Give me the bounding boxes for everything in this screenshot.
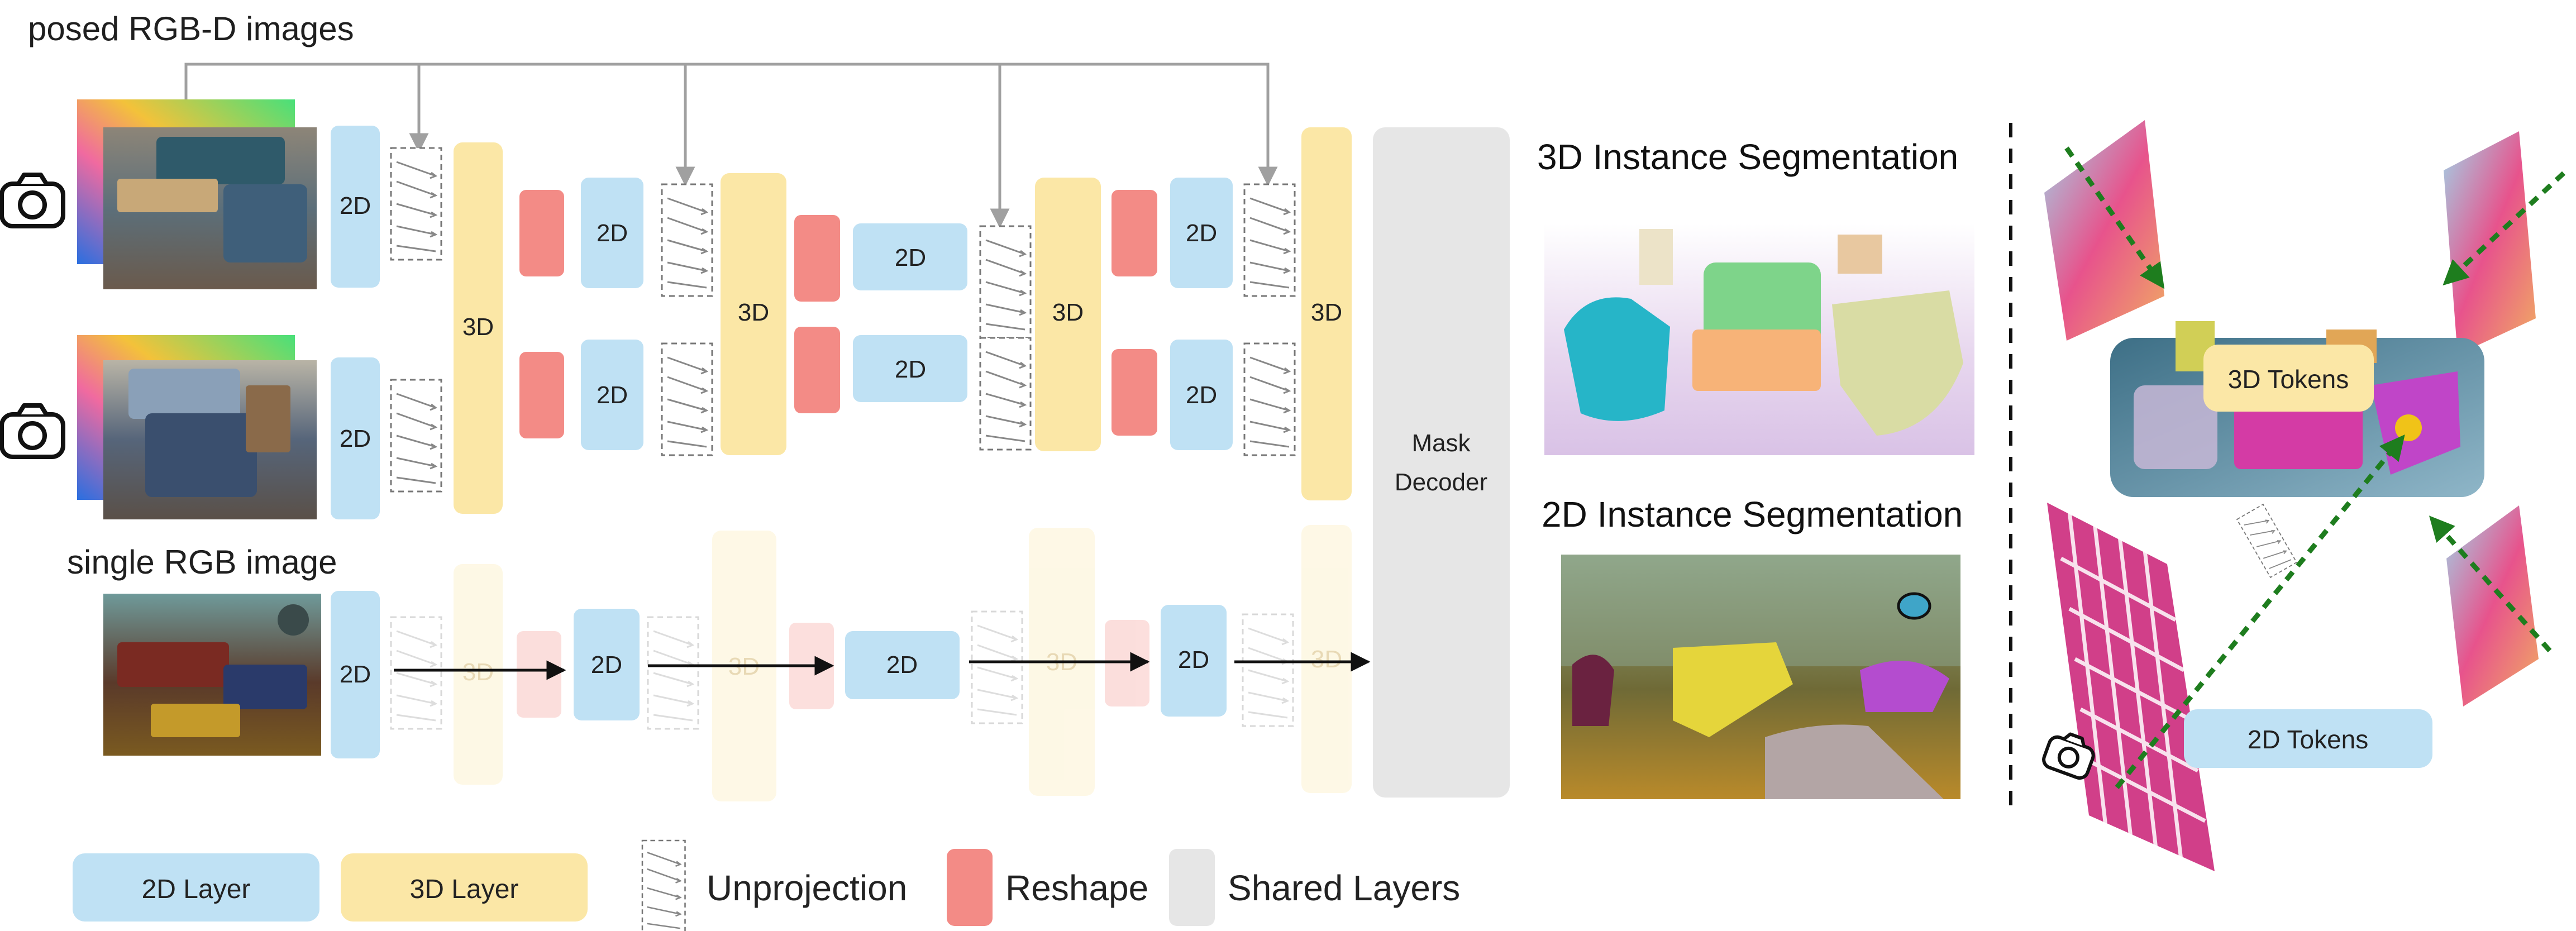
legend-label-3d-layer: 3D Layer bbox=[410, 875, 519, 904]
posed-rgbd-label: posed RGB-D images bbox=[28, 10, 354, 47]
reshape-block bbox=[794, 215, 840, 302]
seg2d-output-image bbox=[1561, 555, 1960, 799]
layer-3d-block bbox=[1035, 178, 1101, 451]
block-label: 2D bbox=[886, 651, 918, 679]
reshape-block bbox=[794, 327, 840, 413]
legend-label-unprojection: Unprojection bbox=[707, 868, 907, 908]
layer-2d-block bbox=[331, 126, 380, 288]
unprojection-icon bbox=[1243, 183, 1296, 297]
unprojection-icon bbox=[661, 342, 713, 456]
layer-2d-block bbox=[853, 335, 967, 402]
legend-label-reshape: Reshape bbox=[1005, 868, 1148, 908]
reshape-block bbox=[1112, 190, 1157, 276]
unprojection-icon bbox=[2236, 504, 2297, 578]
block-label: 2D bbox=[895, 244, 926, 271]
legend-swatch-unprojection bbox=[641, 839, 686, 931]
single-image-flow-arrows bbox=[394, 652, 1371, 680]
layer-2d-block bbox=[581, 178, 643, 288]
mask-decoder-label-1: Mask bbox=[1411, 429, 1471, 457]
row-2-layers: 2D 2D 2D 2D bbox=[331, 327, 1296, 519]
block-label: 3D bbox=[462, 313, 494, 341]
unprojection-icon bbox=[979, 225, 1032, 339]
posed-rgbd-image-2 bbox=[77, 335, 317, 519]
block-label: 2D bbox=[340, 661, 371, 688]
legend-swatch-3d-layer bbox=[341, 853, 588, 922]
layer-2d-block bbox=[331, 591, 380, 758]
reshape-block bbox=[1112, 349, 1157, 436]
block-label: 2D bbox=[591, 651, 622, 679]
layer-2d-block bbox=[1161, 605, 1227, 717]
layer-3d-block bbox=[454, 142, 503, 514]
mask-decoder: Mask Decoder bbox=[1373, 127, 1510, 798]
layer-2d-block bbox=[581, 340, 643, 450]
layer-2d-block bbox=[1170, 178, 1233, 288]
unprojection-icon bbox=[661, 183, 713, 297]
posed-rgbd-image-1 bbox=[77, 99, 317, 289]
scene-thumbnail bbox=[2444, 131, 2536, 355]
mask-decoder-label-2: Decoder bbox=[1395, 469, 1487, 496]
layer-2d-block bbox=[845, 631, 960, 699]
legend-swatch-2d-layer bbox=[73, 853, 319, 922]
feed-lines bbox=[184, 63, 1278, 228]
layer-3d-block bbox=[721, 173, 786, 455]
unprojection-icon bbox=[390, 147, 442, 261]
row-3-layers: 2D 2D 2D 2D bbox=[331, 591, 1227, 758]
single-rgb-image bbox=[103, 594, 321, 756]
block-label: 3D bbox=[1311, 299, 1342, 326]
3d-tokens-label: 3D Tokens bbox=[2228, 365, 2349, 394]
block-label: 2D bbox=[597, 219, 628, 247]
2d-tokens-box bbox=[2184, 709, 2432, 768]
block-label: 2D bbox=[1178, 646, 1209, 674]
scene-thumbnail bbox=[2446, 505, 2539, 706]
block-label: 2D bbox=[1186, 219, 1217, 247]
ghost-block-label: 3D bbox=[1311, 646, 1342, 673]
row-1-layers: 2D 2D 2D 2D bbox=[331, 126, 1296, 339]
3d-tokens-box bbox=[2203, 345, 2374, 412]
block-label: 2D bbox=[340, 425, 371, 452]
reshape-block bbox=[519, 352, 564, 438]
ghost-block-label: 3D bbox=[462, 658, 494, 686]
legend-label-shared-layers: Shared Layers bbox=[1228, 868, 1460, 908]
legend-swatch-shared-layers bbox=[1169, 849, 1215, 926]
layer-2d-block bbox=[853, 223, 967, 290]
block-label: 2D bbox=[597, 381, 628, 409]
seg2d-title: 2D Instance Segmentation bbox=[1542, 494, 1963, 534]
block-label: 2D bbox=[895, 356, 926, 383]
layer-2d-block bbox=[574, 609, 640, 720]
single-rgb-label: single RGB image bbox=[67, 543, 337, 581]
block-label: 3D bbox=[1052, 299, 1084, 326]
block-label: 2D bbox=[1186, 381, 1217, 409]
layer-3d-columns: 3D 3D 3D 3D bbox=[454, 127, 1352, 514]
2d-tokens-label: 2D Tokens bbox=[2248, 725, 2369, 754]
layer-2d-block bbox=[1170, 340, 1233, 450]
block-label: 2D bbox=[340, 192, 371, 219]
unprojection-icon bbox=[1243, 342, 1296, 456]
legend: 2D Layer 3D Layer Unprojection Reshape S… bbox=[73, 839, 1460, 931]
layer-2d-block bbox=[331, 357, 380, 519]
scene-thumbnail bbox=[2044, 120, 2164, 341]
block-label: 3D bbox=[738, 299, 769, 326]
legend-swatch-reshape bbox=[947, 849, 993, 926]
unprojection-icon bbox=[390, 379, 442, 493]
legend-label-2d-layer: 2D Layer bbox=[142, 875, 251, 904]
camera-icon bbox=[2, 175, 63, 226]
seg3d-title: 3D Instance Segmentation bbox=[1537, 137, 1958, 177]
unprojection-icon bbox=[979, 337, 1032, 451]
ray-lines bbox=[2064, 146, 2566, 789]
token-illustration: 3D Tokens 2D Tokens bbox=[2041, 120, 2566, 871]
reshape-block bbox=[519, 190, 564, 276]
camera-icon bbox=[2, 405, 63, 457]
layer-3d-block bbox=[1301, 127, 1352, 500]
seg3d-output-image bbox=[1544, 223, 1974, 455]
